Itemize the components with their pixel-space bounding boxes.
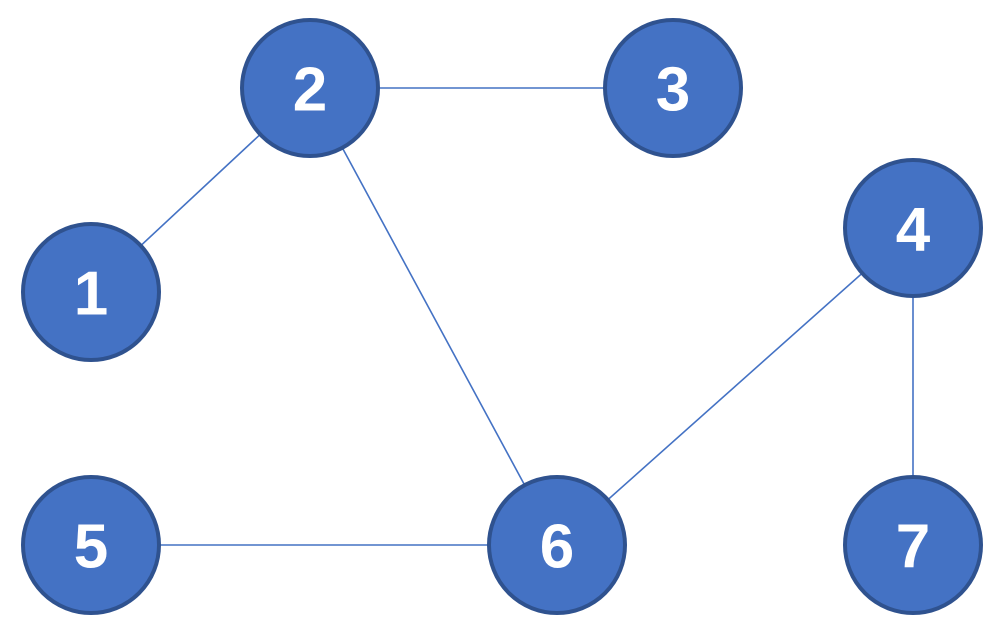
graph-node-circle-5[interactable]: [21, 475, 161, 615]
graph-node-circle-4[interactable]: [843, 158, 983, 298]
graph-node-2[interactable]: 2: [240, 18, 380, 158]
graph-node-7[interactable]: 7: [843, 475, 983, 615]
graph-node-circle-1[interactable]: [21, 222, 161, 362]
graph-edge-2-6[interactable]: [309, 87, 558, 546]
graph-node-3[interactable]: 3: [603, 18, 743, 158]
graph-node-4[interactable]: 4: [843, 158, 983, 298]
graph-node-1[interactable]: 1: [21, 222, 161, 362]
graph-node-circle-3[interactable]: [603, 18, 743, 158]
graph-node-circle-6[interactable]: [487, 475, 627, 615]
graph-node-5[interactable]: 5: [21, 475, 161, 615]
edges-layer: [90, 87, 914, 546]
graph-edge-4-6[interactable]: [556, 227, 914, 546]
graph-node-6[interactable]: 6: [487, 475, 627, 615]
graph-node-circle-2[interactable]: [240, 18, 380, 158]
graph-node-circle-7[interactable]: [843, 475, 983, 615]
